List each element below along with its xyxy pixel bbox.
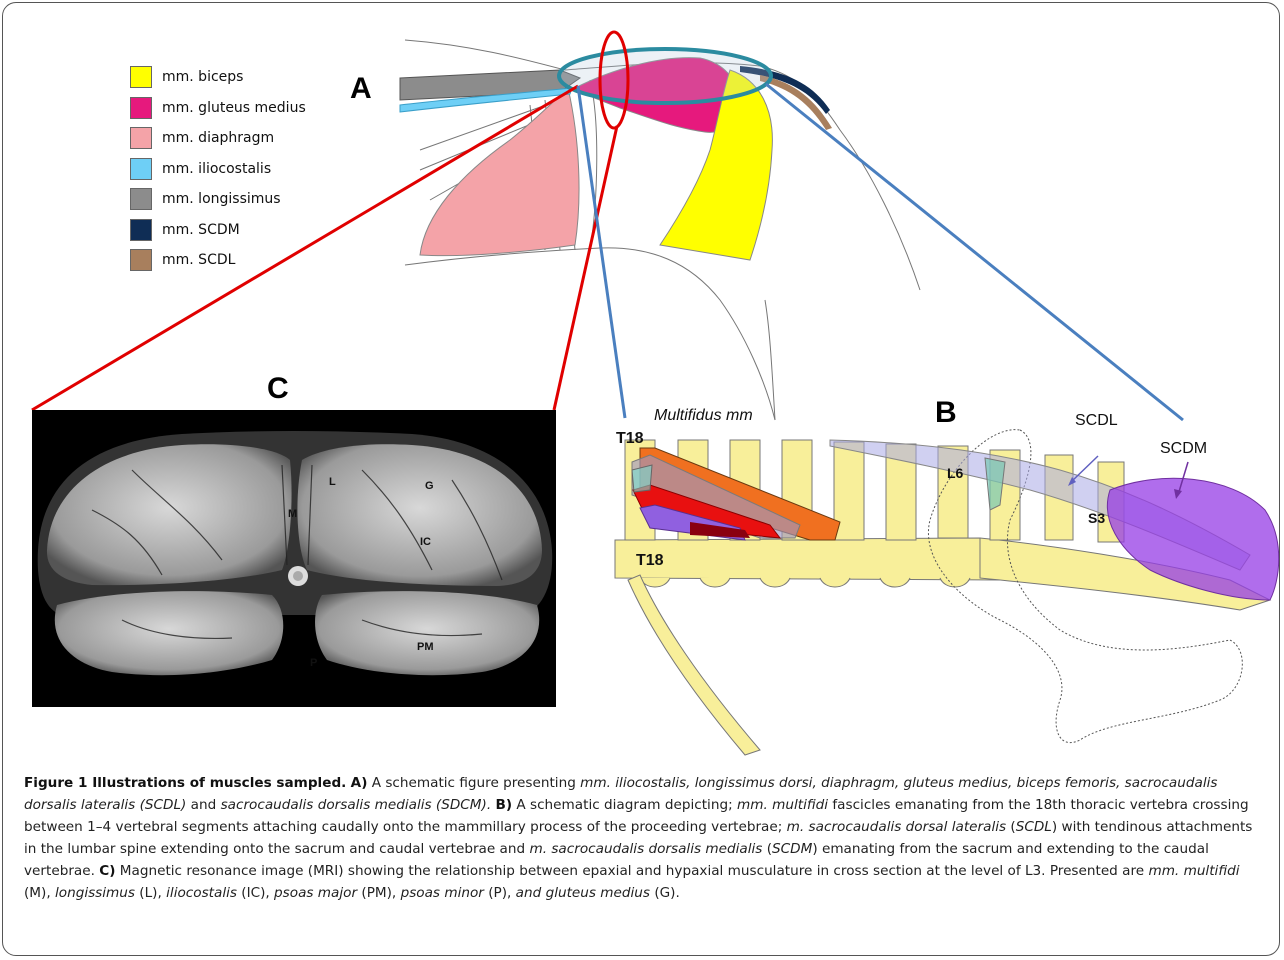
caption-italic: longissimus	[55, 885, 135, 901]
mri-label-l: L	[329, 476, 336, 488]
scdl-label: SCDL	[1075, 412, 1118, 430]
legend-swatch	[130, 188, 152, 210]
mri-image: L G M IC PM P	[32, 410, 556, 707]
legend-label: mm. longissimus	[162, 191, 281, 207]
mri-rendering	[32, 410, 556, 707]
caption-title: Figure 1 Illustrations of muscles sample…	[24, 775, 346, 791]
legend-label: mm. biceps	[162, 69, 243, 85]
mri-label-m: M	[288, 508, 297, 520]
legend-item-longissimus: mm. longissimus	[130, 184, 306, 215]
diaphragm-muscle	[420, 88, 579, 256]
caption-c-tag: C)	[99, 863, 115, 879]
legend-swatch	[130, 158, 152, 180]
legend-label: mm. diaphragm	[162, 130, 274, 146]
caption-text: (IC),	[237, 885, 274, 901]
caption-text: (	[1006, 819, 1016, 835]
legend-item-diaphragm: mm. diaphragm	[130, 123, 306, 154]
legend-label: mm. SCDL	[162, 252, 235, 268]
caption-a-tag: A)	[351, 775, 368, 791]
legend-item-iliocostalis: mm. iliocostalis	[130, 154, 306, 185]
caption-italic: psoas major	[274, 885, 357, 901]
t18-top-label: T18	[616, 430, 644, 448]
legend-item-scdl: mm. SCDL	[130, 245, 306, 276]
caption-italic: SCDM	[772, 841, 812, 857]
t18-bottom-label: T18	[636, 552, 664, 570]
figure-caption: Figure 1 Illustrations of muscles sample…	[24, 772, 1264, 904]
multifidus-teal	[632, 465, 652, 492]
legend-swatch	[130, 249, 152, 271]
mri-label-pm: PM	[417, 641, 434, 653]
caption-italic: mm. multifidi	[1148, 863, 1239, 879]
blue-ellipse	[559, 49, 771, 103]
mri-label-p: P	[310, 657, 317, 669]
legend-item-gluteus-medius: mm. gluteus medius	[130, 93, 306, 124]
legend-label: mm. gluteus medius	[162, 100, 306, 116]
scdm-label: SCDM	[1160, 440, 1207, 458]
legend-swatch	[130, 97, 152, 119]
caption-italic: iliocostalis	[166, 885, 237, 901]
caption-text: (G).	[650, 885, 680, 901]
caption-italic: m. sacrocaudalis dorsalis medialis	[529, 841, 762, 857]
mri-label-g: G	[425, 480, 434, 492]
legend-swatch	[130, 127, 152, 149]
caption-text: and	[186, 797, 220, 813]
caption-b-tag: B)	[495, 797, 512, 813]
caption-text: Magnetic resonance image (MRI) showing t…	[115, 863, 1148, 879]
legend-label: mm. iliocostalis	[162, 161, 271, 177]
legend-label: mm. SCDM	[162, 222, 240, 238]
panel-letter-a: A	[350, 72, 372, 106]
caption-italic: m. sacrocaudalis dorsal lateralis	[787, 819, 1006, 835]
l6-label: L6	[947, 465, 963, 481]
connector-blue-right	[766, 84, 1183, 420]
legend-item-biceps: mm. biceps	[130, 62, 306, 93]
caption-text: (PM),	[357, 885, 401, 901]
caption-text: A schematic diagram depicting;	[512, 797, 737, 813]
caption-italic: psoas minor	[401, 885, 484, 901]
caption-italic: mm. multifidi	[737, 797, 828, 813]
connector-blue-left	[578, 86, 625, 418]
caption-text: (P),	[484, 885, 516, 901]
panel-letter-b: B	[935, 396, 957, 430]
panel-letter-c: C	[267, 372, 289, 406]
s3-label: S3	[1088, 510, 1105, 526]
legend-swatch	[130, 219, 152, 241]
legend-item-scdm: mm. SCDM	[130, 215, 306, 246]
mri-label-ic: IC	[420, 536, 431, 548]
caption-italic: and gluteus medius	[516, 885, 650, 901]
caption-text: (	[762, 841, 772, 857]
muscle-legend: mm. biceps mm. gluteus medius mm. diaphr…	[130, 62, 306, 276]
caption-text: A schematic figure presenting	[367, 775, 580, 791]
caption-italic: SCDL	[1016, 819, 1052, 835]
caption-text: (M),	[24, 885, 55, 901]
legend-swatch	[130, 66, 152, 88]
caption-text: (L),	[135, 885, 166, 901]
multifidus-label: Multifidus mm	[654, 407, 753, 425]
caption-italic: sacrocaudalis dorsalis medialis (SDCM).	[221, 797, 492, 813]
